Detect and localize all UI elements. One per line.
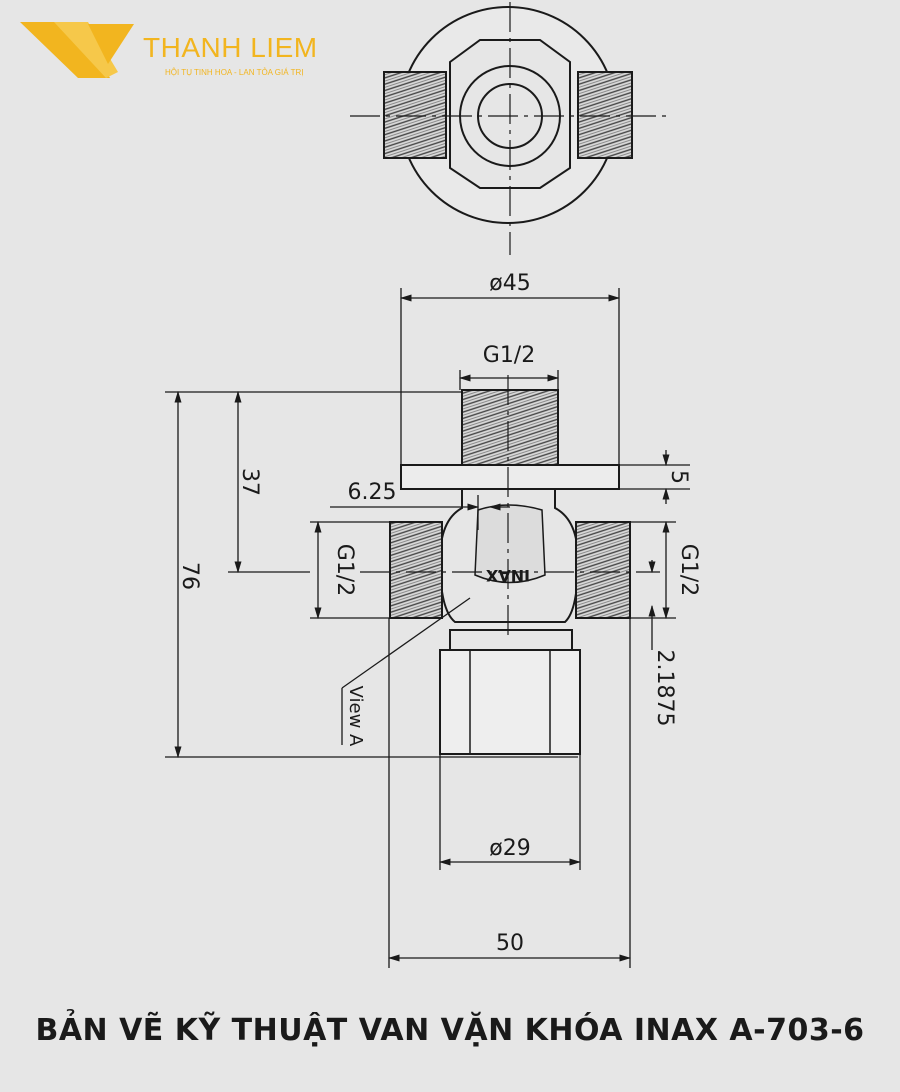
nut-collar	[449, 629, 573, 651]
bottom-nut	[439, 649, 581, 755]
brand-name: THANH LIEM	[143, 32, 318, 63]
dimension-labels: ø45 G1/2 37 76 5 6.25 G1/2 G1/2 2.1875 V…	[177, 271, 701, 956]
flange-plate	[400, 464, 620, 490]
d625-label: 6.25	[348, 480, 397, 505]
technical-drawing: INAX	[165, 2, 701, 968]
g12-top-label: G1/2	[483, 343, 535, 368]
d37-label: 37	[237, 468, 262, 496]
right-thread	[575, 521, 631, 619]
g12-right-label: G1/2	[676, 544, 701, 596]
view-a-label: View A	[345, 686, 366, 747]
d21875-label: 2.1875	[652, 650, 677, 727]
d45-label: ø45	[489, 271, 530, 296]
dimension-lines	[165, 288, 690, 968]
top-view-right-thread	[577, 71, 633, 159]
d5-label: 5	[666, 470, 691, 484]
logo-mark-icon	[20, 22, 134, 78]
drawing-caption: BẢN VẼ KỸ THUẬT VAN VẶN KHÓA INAX A-703-…	[35, 1013, 865, 1048]
left-thread	[389, 521, 443, 619]
front-view: INAX	[360, 375, 660, 755]
view-a-leader	[341, 597, 471, 689]
d50-label: 50	[496, 931, 524, 956]
brand-logo: THANH LIEM HỘI TỤ TINH HOA - LAN TỎA GIÁ…	[18, 16, 358, 86]
d76-label: 76	[177, 562, 202, 590]
d29-label: ø29	[489, 836, 530, 861]
top-view-left-thread	[383, 71, 447, 159]
top-view	[350, 2, 670, 255]
top-thread	[461, 389, 559, 467]
brand-slogan: HỘI TỤ TINH HOA - LAN TỎA GIÁ TRỊ	[165, 68, 304, 77]
g12-left-label: G1/2	[332, 544, 357, 596]
